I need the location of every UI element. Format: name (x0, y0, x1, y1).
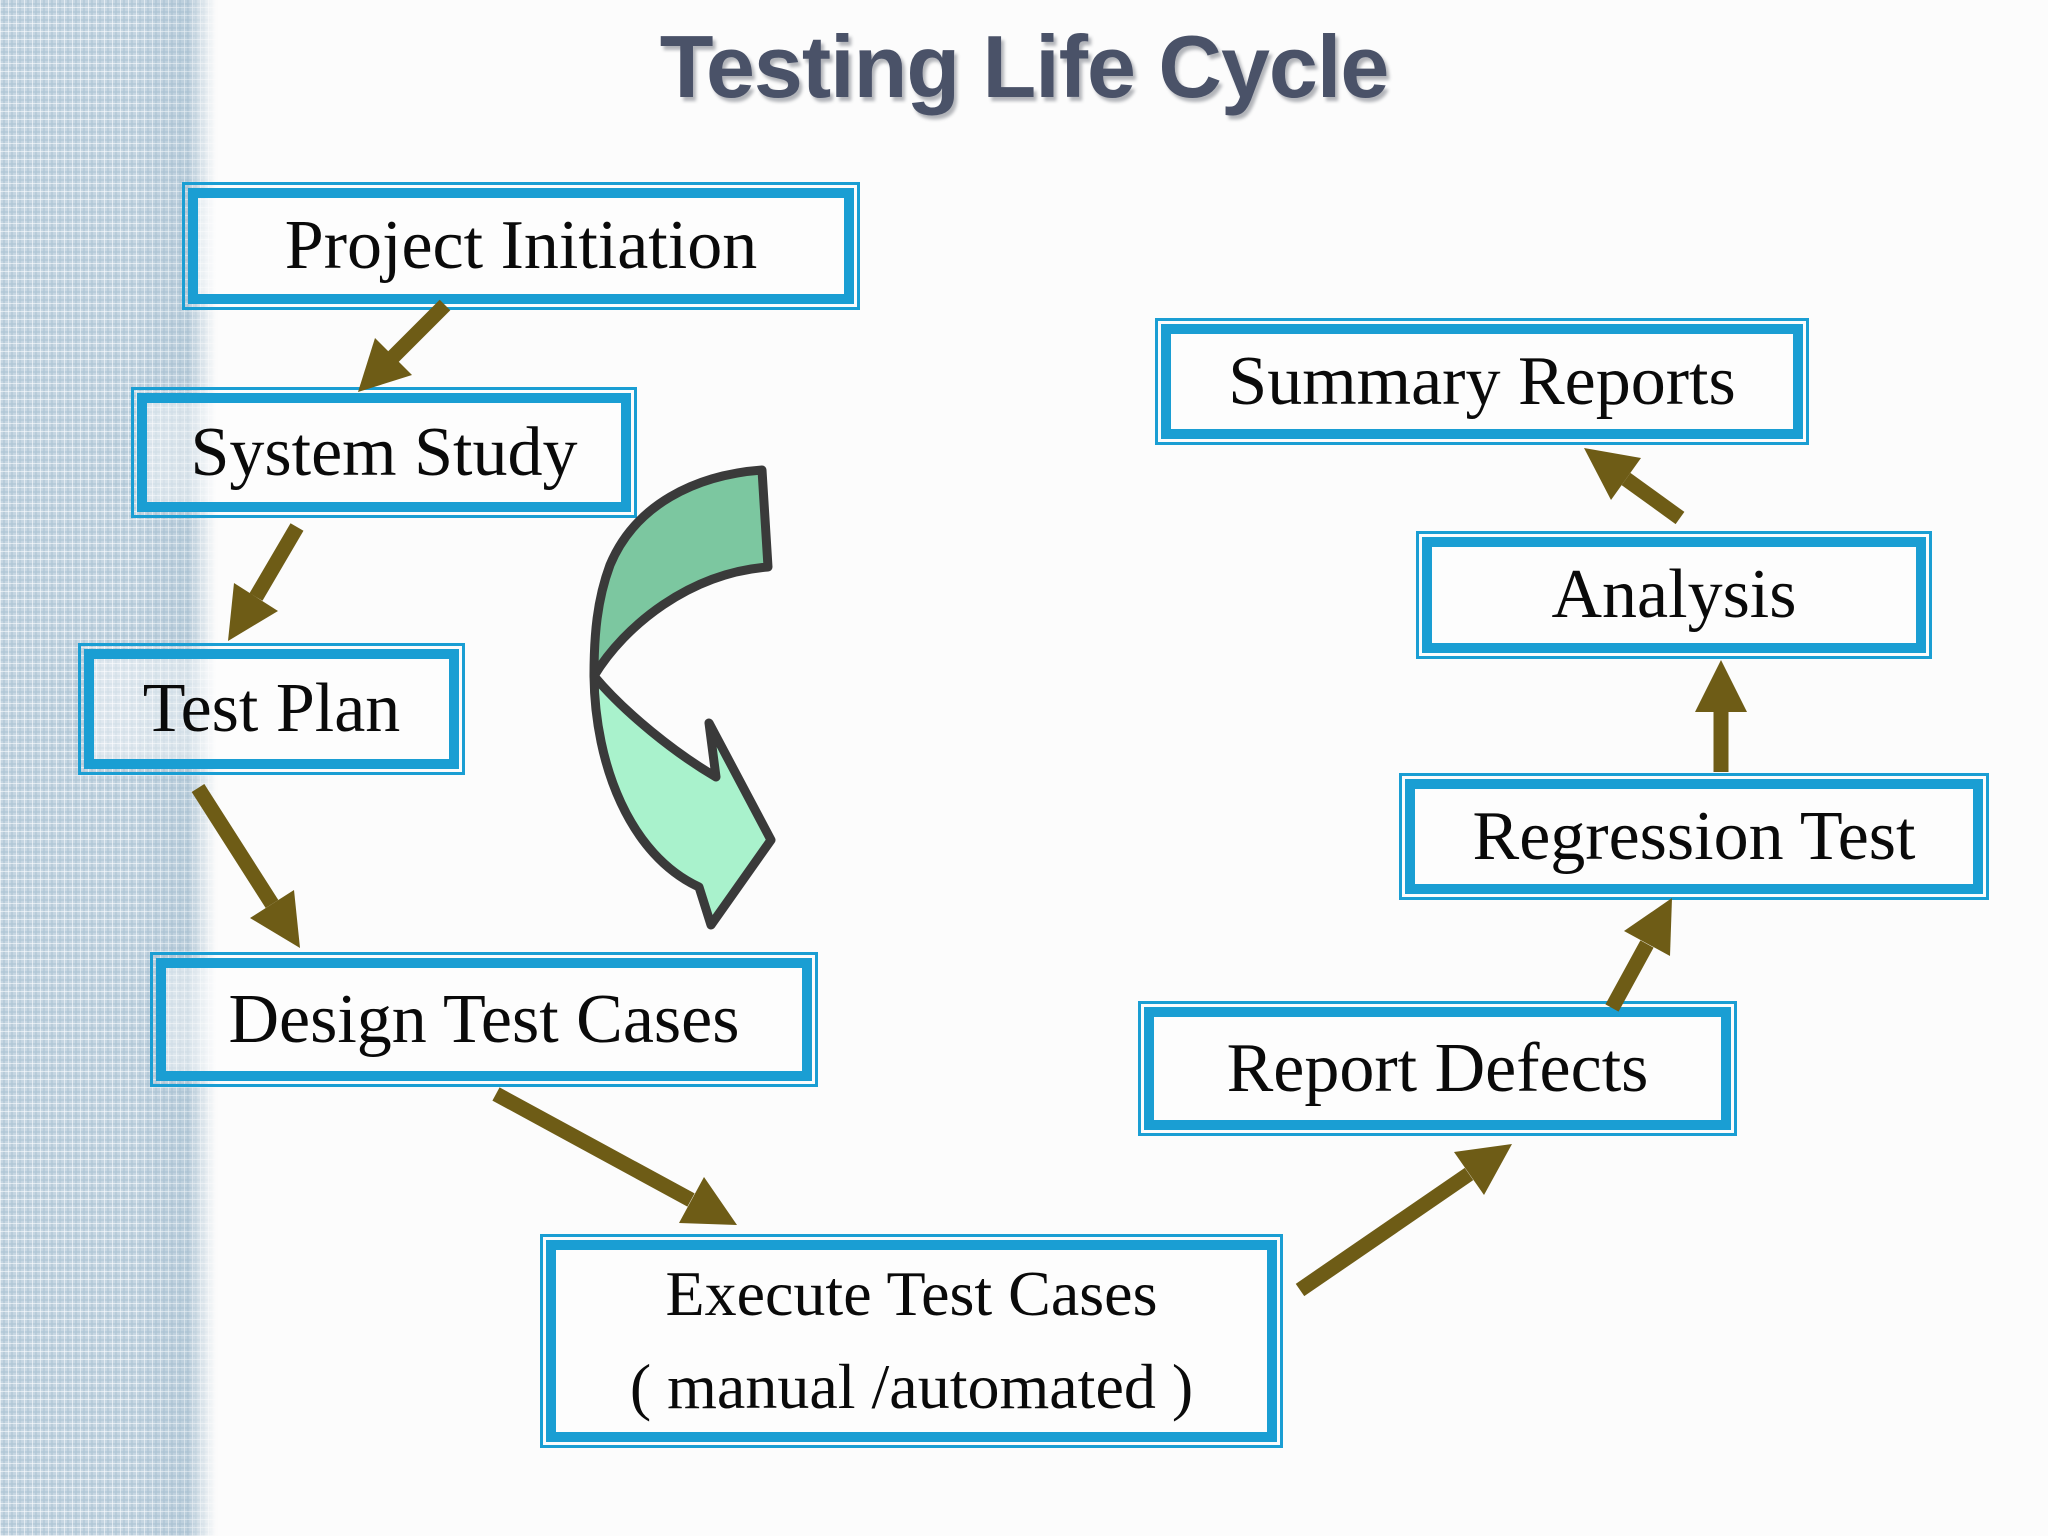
node-label: Design Test Cases (228, 980, 740, 1058)
node-system-study: System Study (131, 387, 637, 518)
page-title: Testing Life Cycle (659, 17, 1390, 116)
node-design-test-cases: Design Test Cases (150, 952, 818, 1087)
node-label: Report Defects (1226, 1029, 1649, 1107)
node-execute-test-cases: Execute Test Cases ( manual /automated ) (540, 1234, 1283, 1448)
node-label: Regression Test (1472, 797, 1916, 875)
flow-arrow-execute-test-cases-to-report-defects (1295, 1144, 1512, 1297)
curved-arrow-lower-ribbon-and-head (589, 671, 776, 930)
flow-arrow-project-initiation-to-system-study (358, 299, 451, 392)
flow-arrow-regression-test-to-analysis (1695, 660, 1747, 772)
node-analysis: Analysis (1416, 531, 1932, 659)
node-project-initiation: Project Initiation (182, 182, 860, 310)
flow-arrow-system-study-to-test-plan (228, 523, 304, 641)
flow-arrow-design-test-cases-to-execute-test-cases (492, 1087, 737, 1225)
node-label: System Study (190, 413, 578, 491)
node-test-plan: Test Plan (78, 643, 465, 775)
node-label: Analysis (1551, 556, 1797, 634)
node-label-line2: ( manual /automated ) (629, 1351, 1194, 1422)
node-label: Summary Reports (1228, 342, 1736, 420)
node-label: Test Plan (142, 670, 401, 748)
flow-arrow-analysis-to-summary-reports (1584, 448, 1685, 525)
node-summary-reports: Summary Reports (1155, 318, 1809, 445)
node-regression-test: Regression Test (1399, 773, 1989, 900)
flow-arrow-report-defects-to-regression-test (1605, 898, 1672, 1012)
node-label: Execute Test Cases (665, 1258, 1158, 1330)
node-report-defects: Report Defects (1138, 1001, 1737, 1136)
cycle-curved-arrow (589, 465, 776, 930)
node-label: Project Initiation (284, 207, 758, 285)
